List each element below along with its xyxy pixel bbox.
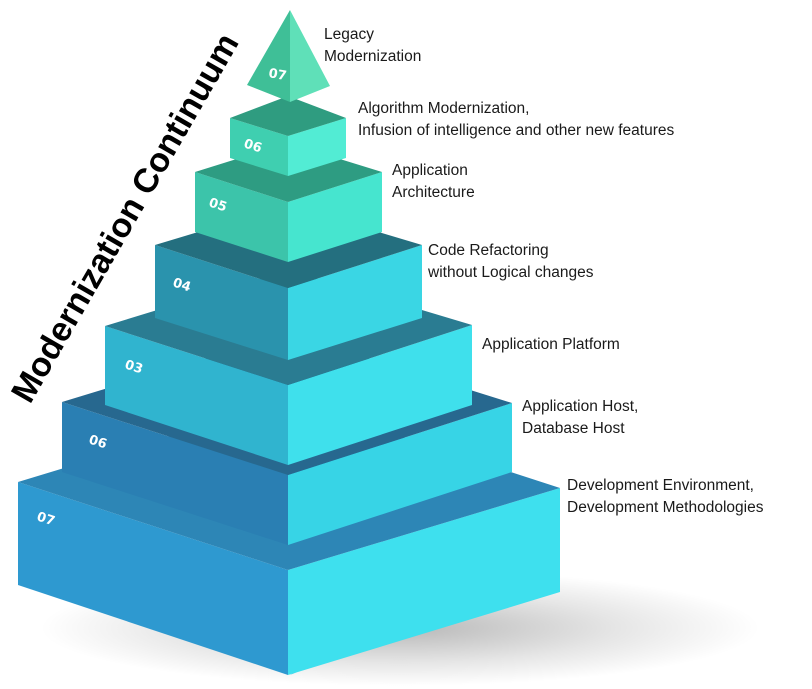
label-layer-3: Application Platform — [482, 336, 620, 353]
layer-number: 06 — [242, 137, 264, 157]
pyramid-layer-6: 06 — [230, 96, 346, 176]
pyramid-apex: 07 — [247, 10, 330, 102]
layer-number: 07 — [35, 510, 57, 530]
layer-number: 06 — [87, 433, 109, 453]
label-layer-7: Legacy Modernization — [324, 26, 422, 65]
label-layer-2: Application Host, Database Host — [522, 398, 639, 437]
layer-number: 07 — [267, 66, 287, 84]
layer-number: 03 — [123, 358, 145, 378]
label-layer-6: Algorithm Modernization, Infusion of int… — [358, 100, 675, 139]
layer-number: 05 — [207, 196, 229, 216]
label-layer-4: Code Refactoring without Logical changes — [428, 242, 594, 281]
layer-number: 04 — [171, 276, 193, 296]
label-layer-1: Development Environment, Development Met… — [567, 477, 764, 516]
label-layer-5: Application Architecture — [392, 162, 475, 201]
